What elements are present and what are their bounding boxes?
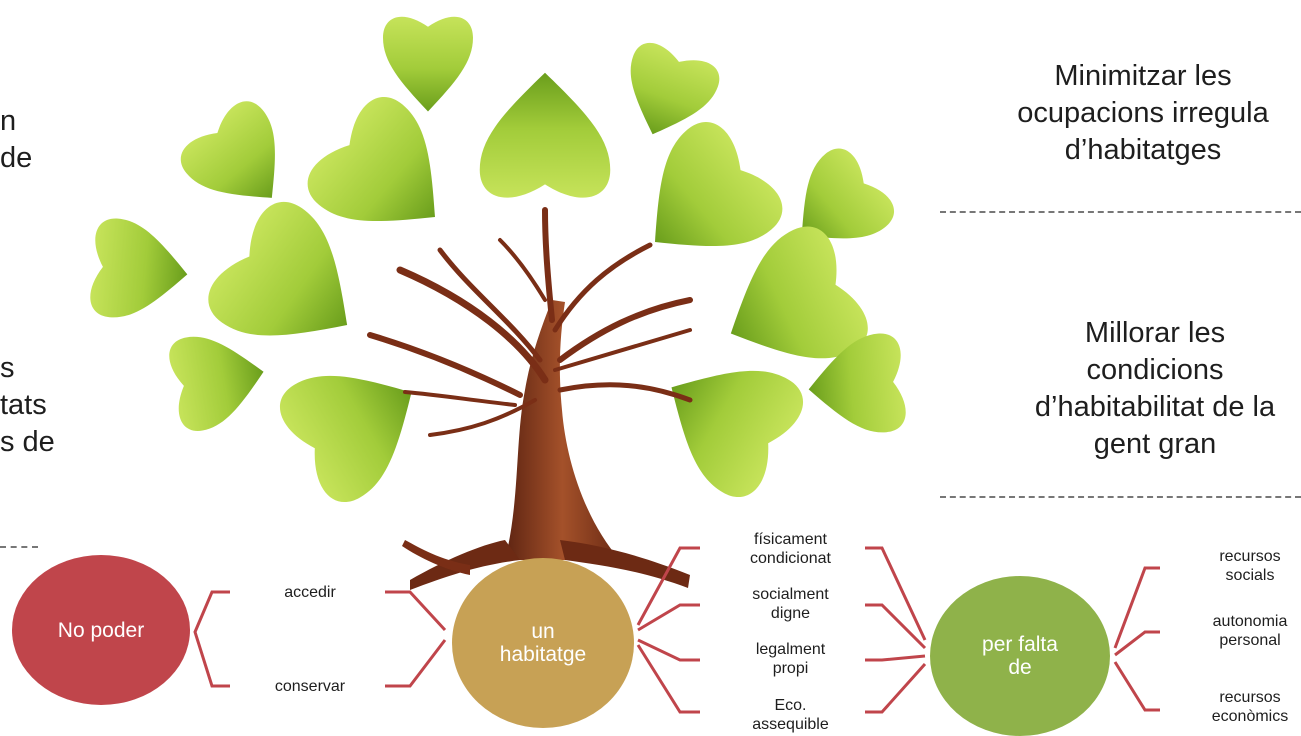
- goal-minimize-irregular-occupation: Minimitzar les ocupacions irregula d’hab…: [1017, 60, 1269, 166]
- leaf: [270, 335, 445, 512]
- per-falta-circle: per falta de: [930, 576, 1110, 736]
- lack-recursos-economics: recursos econòmics: [1211, 689, 1289, 725]
- quality-socialment: socialment digne: [752, 586, 829, 622]
- quality-fisicament: físicament condicionat: [750, 531, 831, 567]
- leaf: [479, 72, 611, 198]
- left-text-fragment: s tats s de: [0, 352, 55, 458]
- goal-improve-habitability: Millorar les condicions d’habitabilitat …: [1034, 317, 1276, 460]
- left-text-fragment: n de: [0, 105, 33, 174]
- leaf: [166, 325, 272, 435]
- leaf: [383, 16, 473, 112]
- dashed-divider: [940, 211, 1301, 213]
- no-poder-circle: No poder: [12, 555, 190, 705]
- quality-economic: Eco. assequible: [752, 697, 829, 733]
- dashed-divider: [0, 546, 38, 548]
- lack-recursos-socials: recursos socials: [1219, 548, 1281, 584]
- lack-autonomia-personal: autonomia personal: [1212, 613, 1288, 649]
- verb-accedir: accedir: [284, 584, 336, 601]
- verb-conservar: conservar: [274, 678, 346, 695]
- leaf: [88, 216, 192, 324]
- leaf: [638, 330, 813, 507]
- quality-legalment: legalment propi: [755, 641, 826, 677]
- tree-trunk: [367, 207, 693, 590]
- leaves: [88, 16, 908, 512]
- habitatge-circle: un habitatge: [452, 558, 634, 728]
- dashed-divider: [940, 496, 1301, 498]
- connectors: [193, 546, 1160, 714]
